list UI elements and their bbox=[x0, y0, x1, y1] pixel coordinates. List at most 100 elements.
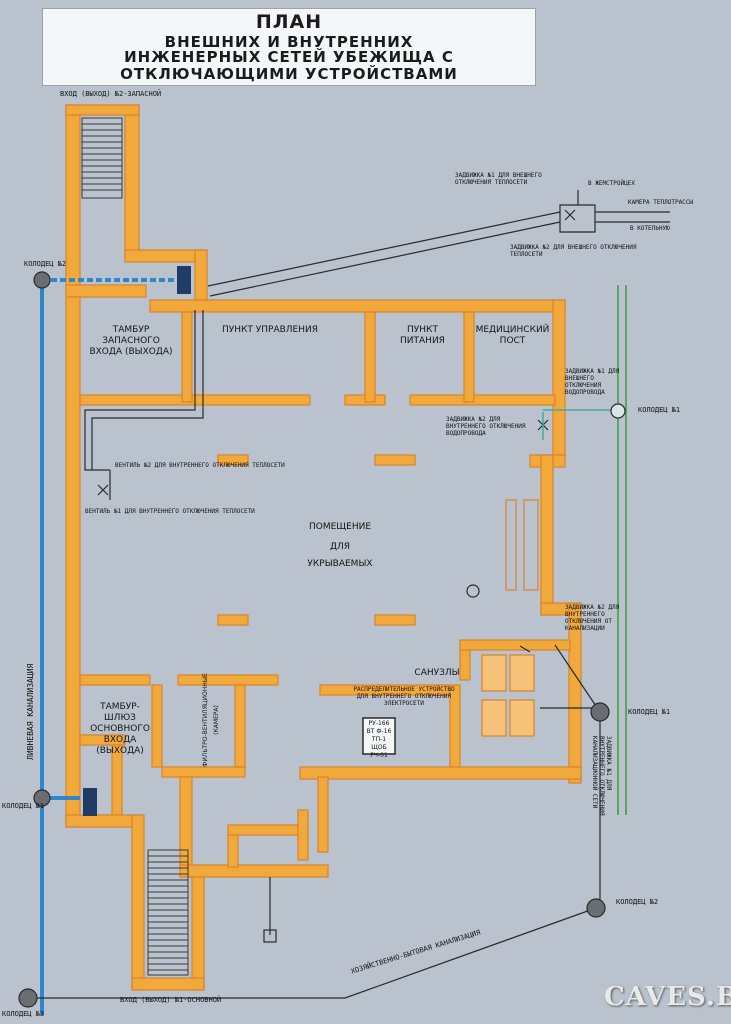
room-main-hall-line-1: ПОМЕЩЕНИЕ bbox=[308, 522, 372, 532]
wall-segment bbox=[124, 104, 140, 258]
label-well-3: КОЛОДЕЦ №3 bbox=[2, 1010, 45, 1018]
label-heat-chamber: КАМЕРА ТЕПЛОТРАССЫ bbox=[628, 199, 694, 206]
storm-sewer-pipe bbox=[40, 278, 178, 1015]
walls bbox=[65, 104, 582, 991]
wall-segment bbox=[161, 766, 246, 778]
wall-segment bbox=[65, 296, 81, 828]
wall-segment bbox=[79, 734, 126, 746]
column bbox=[217, 614, 249, 626]
domestic-sewer-pipe bbox=[28, 644, 601, 999]
bench bbox=[523, 499, 539, 591]
well-3 bbox=[18, 988, 38, 1008]
toilet-cell bbox=[509, 654, 535, 692]
well-1-storm bbox=[33, 789, 51, 807]
title-line-1: ПЛАН bbox=[255, 11, 323, 33]
label-main-entrance: ВХОД (ВЫХОД) №1-ОСНОВНОЙ bbox=[120, 996, 222, 1004]
wall-segment bbox=[364, 311, 376, 403]
well-2-storm bbox=[33, 271, 51, 289]
switchboard-box bbox=[362, 717, 396, 755]
wall-segment bbox=[181, 311, 193, 403]
label-valve-sewer-1: ЗАДВИЖКА №1 ДЛЯ ВНУТРЕННЕГО ОТКЛЮЧЕНИЯ К… bbox=[591, 736, 612, 816]
label-valve-heat-1: ЗАДВИЖКА №1 ДЛЯ ВНЕШНЕГО ОТКЛЮЧЕНИЯ ТЕПЛ… bbox=[455, 172, 542, 186]
wall-segment bbox=[131, 977, 205, 991]
label-to-boiler: В КОТЕЛЬНУЮ bbox=[630, 225, 670, 232]
room-main-vestibule: ТАМБУР-ШЛЮЗ ОСНОВНОГО ВХОДА (ВЫХОДА) bbox=[90, 702, 150, 756]
wall-segment bbox=[227, 824, 309, 836]
wall-segment bbox=[234, 684, 246, 768]
switchboard-label: РУ-166 ВТ Ф-16 ТП-1 ЩОБ РЧ-01 bbox=[366, 720, 392, 759]
title-plate: ПЛАН ВНЕШНИХ И ВНУТРЕННИХ ИНЖЕНЕРНЫХ СЕТ… bbox=[42, 8, 536, 86]
well-2-sewer bbox=[586, 898, 606, 918]
wall-segment bbox=[65, 104, 140, 116]
column bbox=[217, 454, 249, 466]
well-1-sewer bbox=[590, 702, 610, 722]
label-to-building: В ЖЕМСТРОЙЦЕХ bbox=[588, 180, 635, 187]
water-supply-pipe bbox=[542, 409, 612, 440]
room-main-hall-line-2: ДЛЯ bbox=[329, 542, 351, 552]
room-sanitary: САНУЗЛЫ bbox=[414, 668, 460, 678]
well-1-water bbox=[610, 403, 626, 419]
toilet-cell bbox=[481, 654, 507, 692]
label-valve-water-2: ЗАДВИЖКА №2 ДЛЯ ВНУТРЕННЕГО ОТКЛЮЧЕНИЯ В… bbox=[446, 416, 526, 437]
heating-network bbox=[84, 190, 670, 500]
room-filter-chamber: ФИЛЬТРО-ВЕНТИЛЯЦИОННЫЕ (КАМЕРА) bbox=[202, 673, 220, 767]
wall-segment bbox=[65, 284, 147, 298]
wall-segment bbox=[149, 299, 566, 313]
main-stairs bbox=[147, 849, 189, 976]
label-storm-sewer: ЛИВНЕВАЯ КАНАЛИЗАЦИЯ bbox=[26, 663, 35, 760]
label-well-2-left: КОЛОДЕЦ №2 bbox=[24, 260, 67, 268]
wells bbox=[18, 271, 626, 1008]
label-well-2-sewer: КОЛОДЕЦ №2 bbox=[616, 898, 659, 906]
title-line-4: ОТКЛЮЧАЮЩИМИ УСТРОЙСТВАМИ bbox=[120, 65, 458, 83]
wall-segment bbox=[151, 684, 163, 768]
wall-segment bbox=[227, 834, 239, 868]
room-reserve-vestibule: ТАМБУР ЗАПАСНОГО ВХОДА (ВЫХОДА) bbox=[89, 325, 173, 357]
wall-segment bbox=[409, 394, 556, 406]
column bbox=[374, 614, 416, 626]
label-well-1-sewer: КОЛОДЕЦ №1 bbox=[628, 708, 671, 716]
reserve-stairs bbox=[81, 117, 123, 199]
title-line-3: ИНЖЕНЕРНЫХ СЕТЕЙ УБЕЖИЩА С bbox=[124, 48, 454, 66]
toilet-cell bbox=[509, 699, 535, 737]
storm-inlet-top bbox=[177, 266, 191, 294]
wall-segment bbox=[540, 454, 554, 616]
title-line-2: ВНЕШНИХ И ВНУТРЕННИХ bbox=[164, 33, 414, 51]
wall-segment bbox=[177, 674, 279, 686]
wall-segment bbox=[463, 311, 475, 403]
label-valve-water-1: ЗАДВИЖКА №1 ДЛЯ ВНЕШНЕГО ОТКЛЮЧЕНИЯ ВОДО… bbox=[565, 368, 620, 396]
wall-segment bbox=[65, 814, 133, 828]
floor-drain bbox=[466, 584, 480, 598]
label-vent-1: ВЕНТИЛЬ №1 ДЛЯ ВНУТРЕННЕГО ОТКЛЮЧЕНИЯ ТЕ… bbox=[85, 508, 255, 515]
wall-segment bbox=[317, 776, 329, 853]
room-medical-post: МЕДИЦИНСКИЙ ПОСТ bbox=[475, 325, 550, 346]
label-valve-sewer-2: ЗАДВИЖКА №2 ДЛЯ ВНУТРЕННЕГО ОТКЛЮЧЕНИЯ О… bbox=[565, 604, 620, 632]
label-well-1-left: КОЛОДЕЦ №1 bbox=[2, 802, 45, 810]
wall-segment bbox=[79, 674, 151, 686]
room-control-point: ПУНКТ УПРАВЛЕНИЯ bbox=[222, 325, 318, 335]
label-vent-2: ВЕНТИЛЬ №2 ДЛЯ ВНУТРЕННЕГО ОТКЛЮЧЕНИЯ ТЕ… bbox=[115, 462, 285, 469]
wall-segment bbox=[552, 299, 566, 456]
wall-segment bbox=[194, 249, 208, 301]
column bbox=[374, 454, 416, 466]
wall-segment bbox=[568, 602, 582, 784]
wall-segment bbox=[124, 249, 206, 263]
bench bbox=[505, 499, 517, 591]
drain-pit bbox=[263, 929, 277, 943]
wall-segment bbox=[131, 814, 145, 991]
wall-segment bbox=[191, 876, 205, 991]
wall-segment bbox=[459, 639, 571, 651]
power-cable bbox=[617, 285, 627, 815]
watermark-logo: CAVES.BY bbox=[604, 982, 731, 1012]
toilet-cell bbox=[481, 699, 507, 737]
wall-segment bbox=[65, 104, 81, 296]
storm-inlet-bottom bbox=[83, 788, 97, 816]
room-food-point: ПУНКТ ПИТАНИЯ bbox=[400, 325, 445, 346]
label-distribution-device: РАСПРЕДЕЛИТЕЛЬНОЕ УСТРОЙСТВО ДЛЯ ВНУТРЕН… bbox=[353, 686, 455, 707]
room-main-hall-line-3: УКРЫВАЕМЫХ bbox=[307, 559, 373, 569]
label-valve-heat-2: ЗАДВИЖКА №2 ДЛЯ ВНЕШНЕГО ОТКЛЮЧЕНИЯ ТЕПЛ… bbox=[510, 244, 637, 258]
wall-segment bbox=[111, 744, 123, 826]
wall-segment bbox=[297, 809, 309, 861]
label-well-1-water: КОЛОДЕЦ №1 bbox=[638, 406, 681, 414]
